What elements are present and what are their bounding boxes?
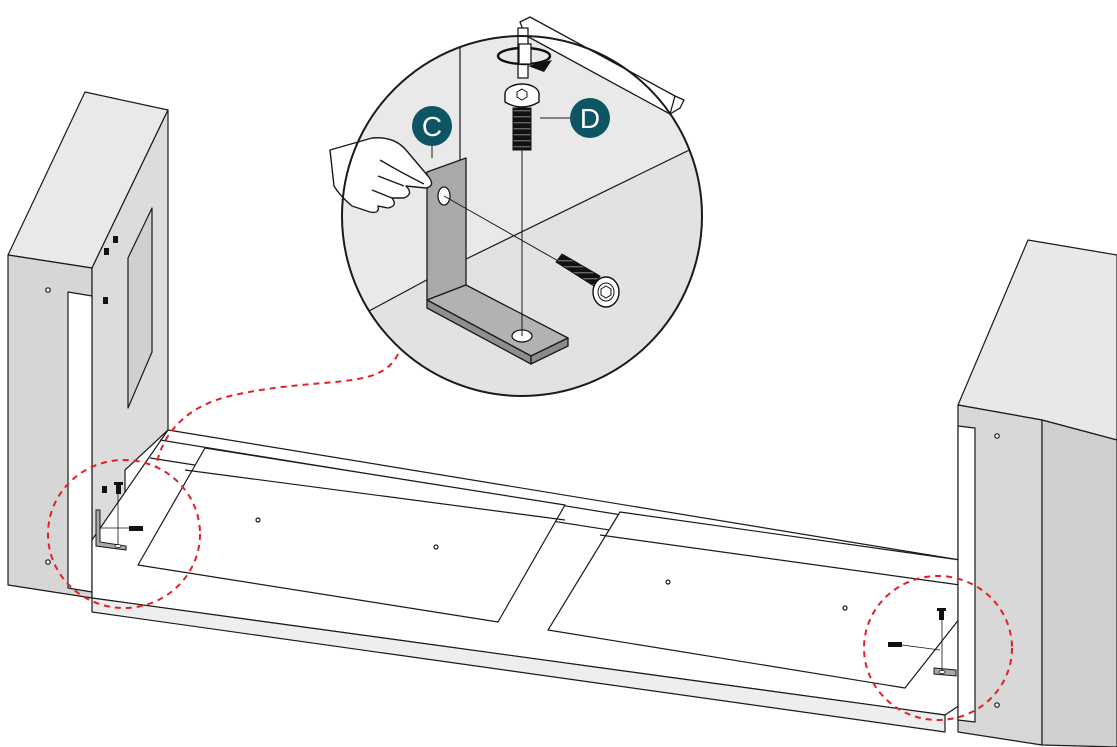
bolt-icon <box>504 83 540 151</box>
badge-c: C <box>412 106 452 146</box>
hex-key-icon <box>517 16 685 115</box>
bolt-icon <box>555 253 620 308</box>
zoom-leader-line <box>155 353 399 469</box>
hand-pointing-icon <box>329 137 433 214</box>
badge-d-label: D <box>580 103 600 134</box>
right-detail-highlight <box>863 575 1013 721</box>
left-fixing-detail <box>95 482 143 551</box>
bench-base <box>91 429 961 733</box>
rotation-arrow-icon <box>496 43 552 72</box>
bolt-icon <box>937 608 946 620</box>
bolt-icon <box>114 482 123 494</box>
badge-c-label: C <box>422 111 442 142</box>
right-fixing-detail <box>888 608 957 677</box>
left-side-panel <box>7 91 169 599</box>
bracket-icon <box>426 157 569 365</box>
zoom-detail-circle <box>329 16 703 397</box>
badge-d: D <box>570 98 610 138</box>
left-detail-highlight <box>47 459 201 609</box>
dashed-callouts <box>47 353 1013 721</box>
right-side-panel <box>957 239 1117 747</box>
